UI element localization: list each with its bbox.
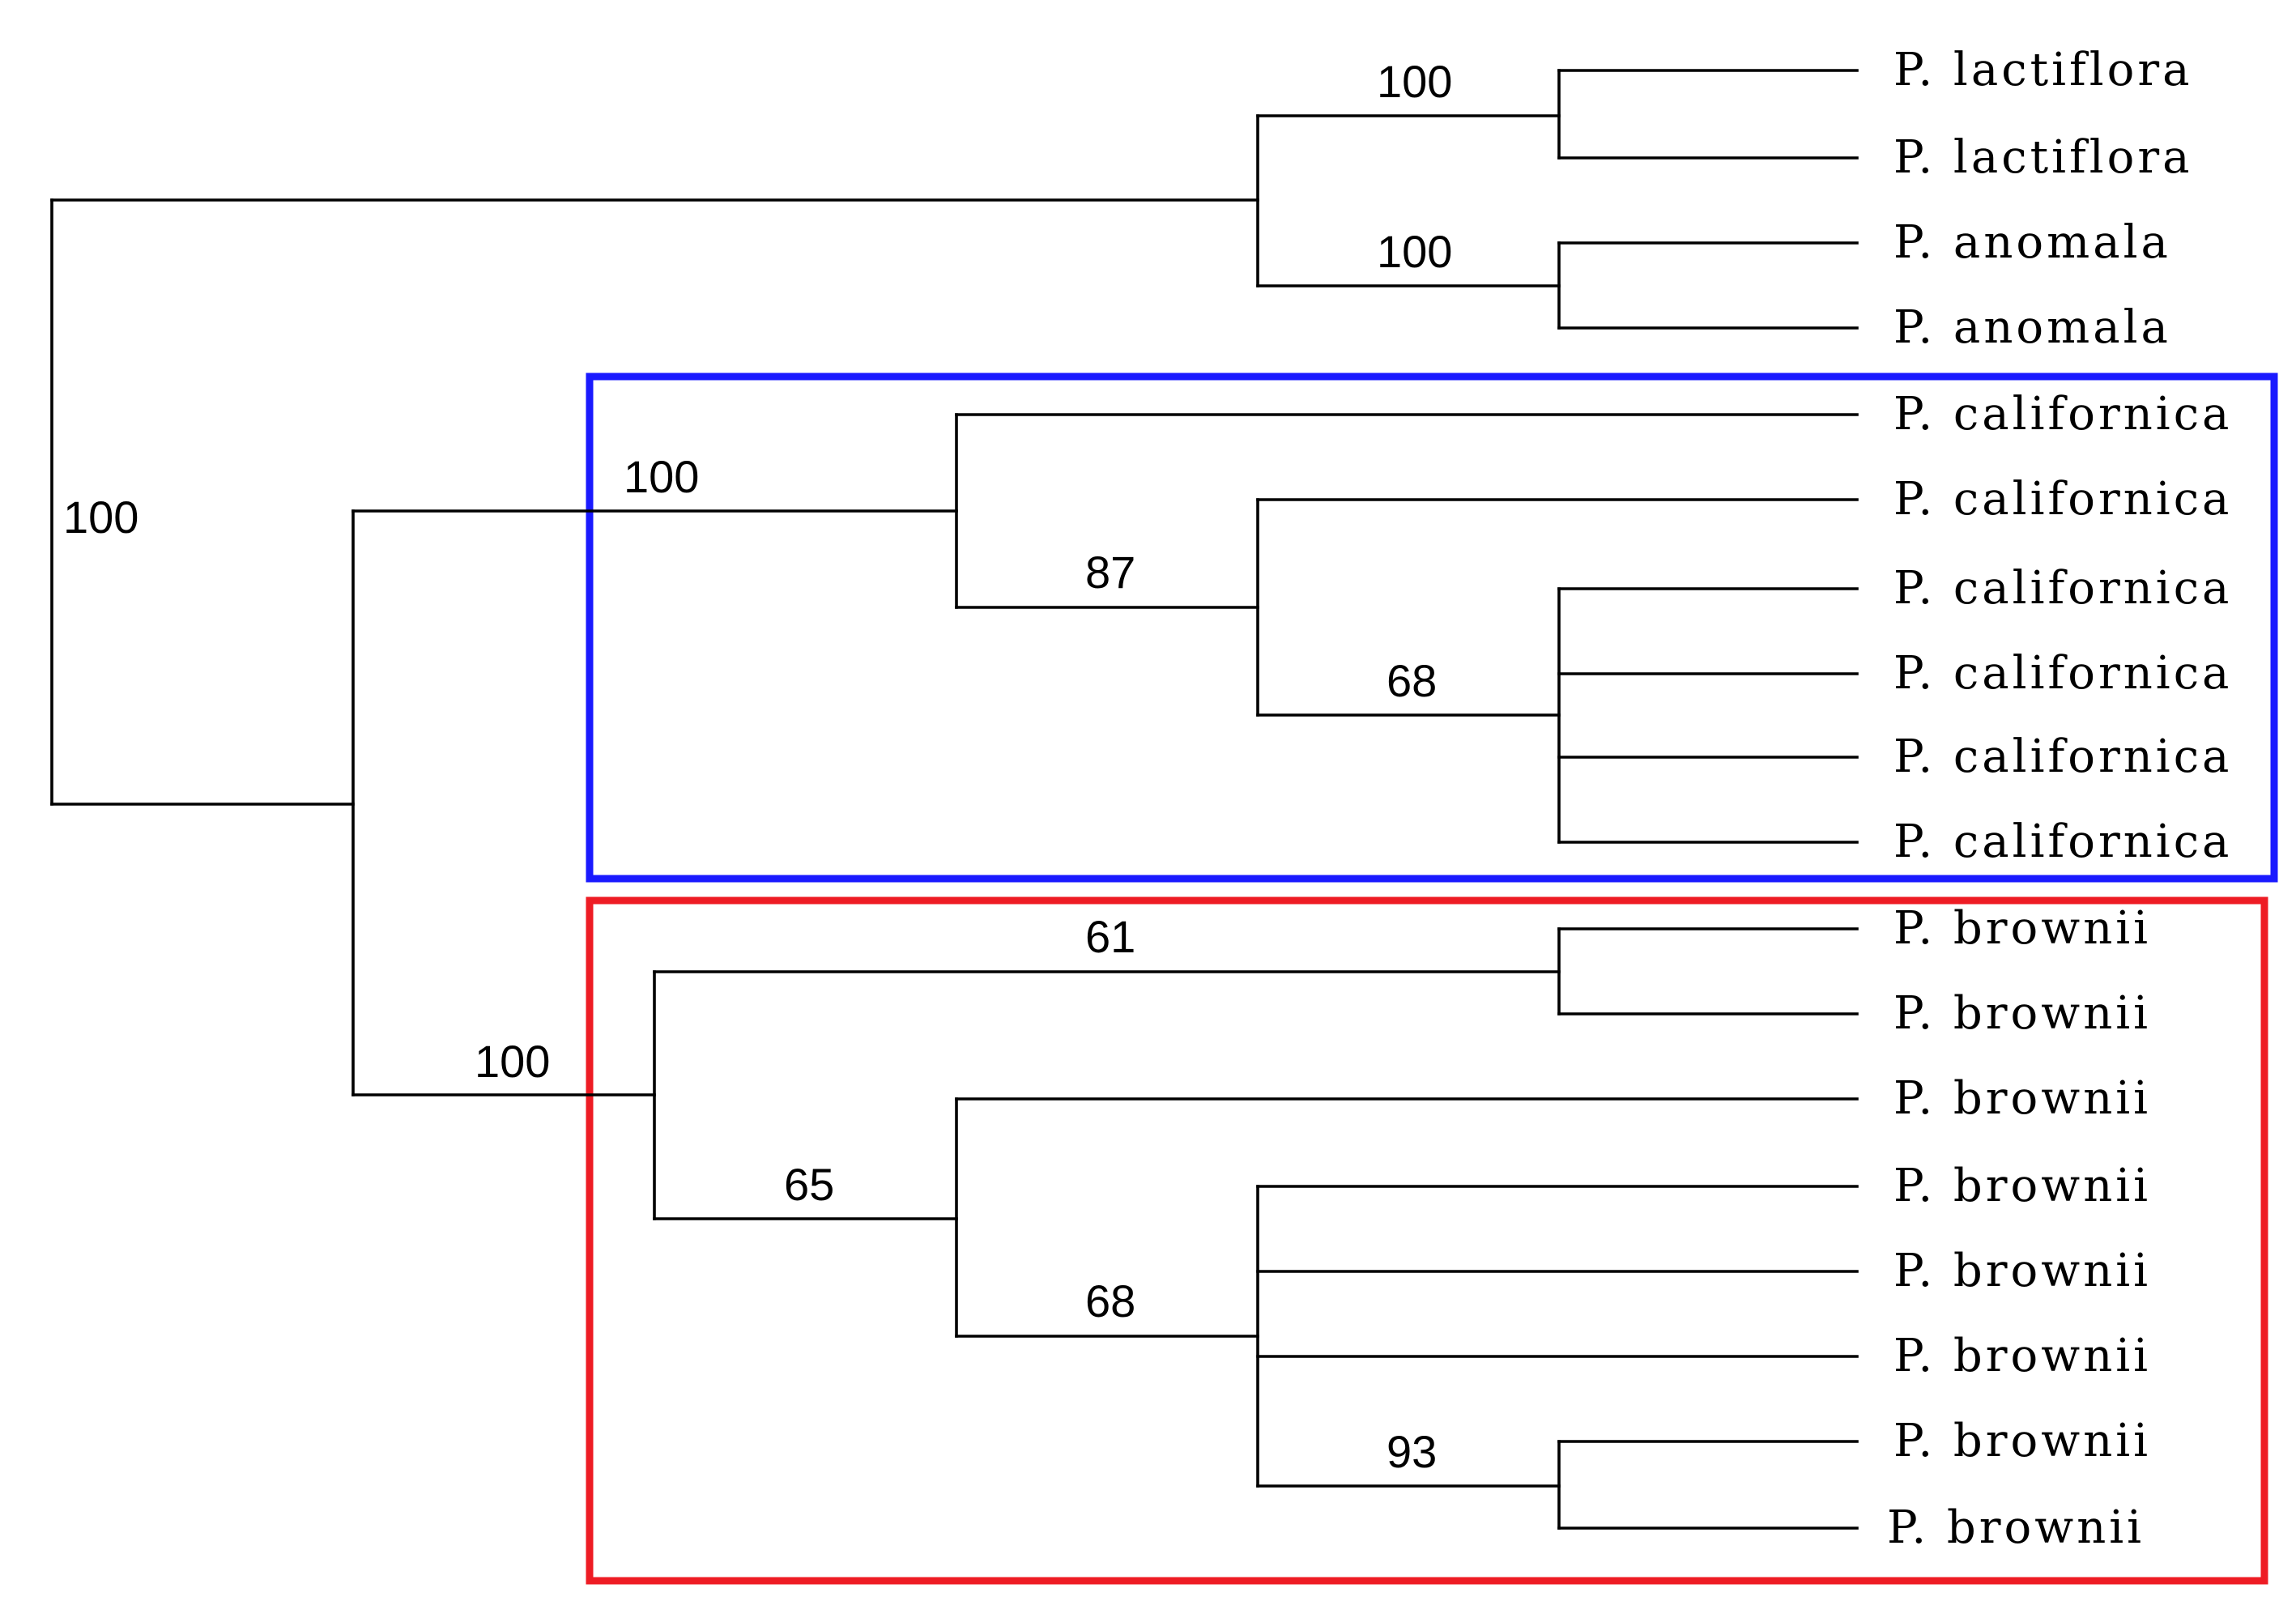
support-value: 93 (1387, 1426, 1437, 1477)
taxon-label: P. brownii (1893, 1415, 2151, 1467)
taxon-label: P. californica (1893, 647, 2232, 700)
taxon-label: P. brownii (1893, 1160, 2151, 1212)
support-value: 100 (63, 492, 138, 543)
californica-clade-box (586, 373, 2278, 883)
taxon-label: P. brownii (1887, 1501, 2145, 1554)
taxon-label: P. californica (1893, 388, 2232, 441)
taxon-label: P. brownii (1893, 1072, 2151, 1125)
taxon-labels: P. lactiflora P. lactiflora P. anomala P… (1887, 44, 2232, 1554)
taxon-label: P. anomala (1893, 301, 2171, 354)
taxon-label: P. lactiflora (1893, 44, 2193, 96)
taxon-label: P. brownii (1893, 987, 2151, 1040)
support-value: 68 (1387, 655, 1437, 706)
taxon-label: P. californica (1893, 473, 2232, 526)
support-value: 100 (624, 451, 699, 502)
taxon-label: P. anomala (1893, 216, 2171, 269)
taxon-label: P. californica (1893, 562, 2232, 615)
taxon-label: P. californica (1893, 730, 2232, 783)
taxon-label: P. brownii (1893, 1330, 2151, 1382)
support-value: 87 (1085, 547, 1135, 598)
taxon-label: P. californica (1893, 815, 2232, 868)
support-value: 68 (1085, 1275, 1135, 1326)
tree-branches (50, 69, 1859, 1530)
support-value: 100 (1377, 226, 1452, 277)
support-value: 61 (1085, 911, 1135, 962)
taxon-label: P. brownii (1893, 902, 2151, 955)
support-value: 100 (475, 1036, 550, 1087)
taxon-label: P. lactiflora (1893, 131, 2193, 184)
taxon-label: P. brownii (1893, 1245, 2151, 1297)
support-value: 100 (1377, 56, 1452, 107)
support-values: 100 100 100 100 87 68 100 61 65 68 93 (63, 56, 1452, 1477)
support-value: 65 (784, 1159, 834, 1210)
brownii-clade-box (586, 896, 2268, 1585)
